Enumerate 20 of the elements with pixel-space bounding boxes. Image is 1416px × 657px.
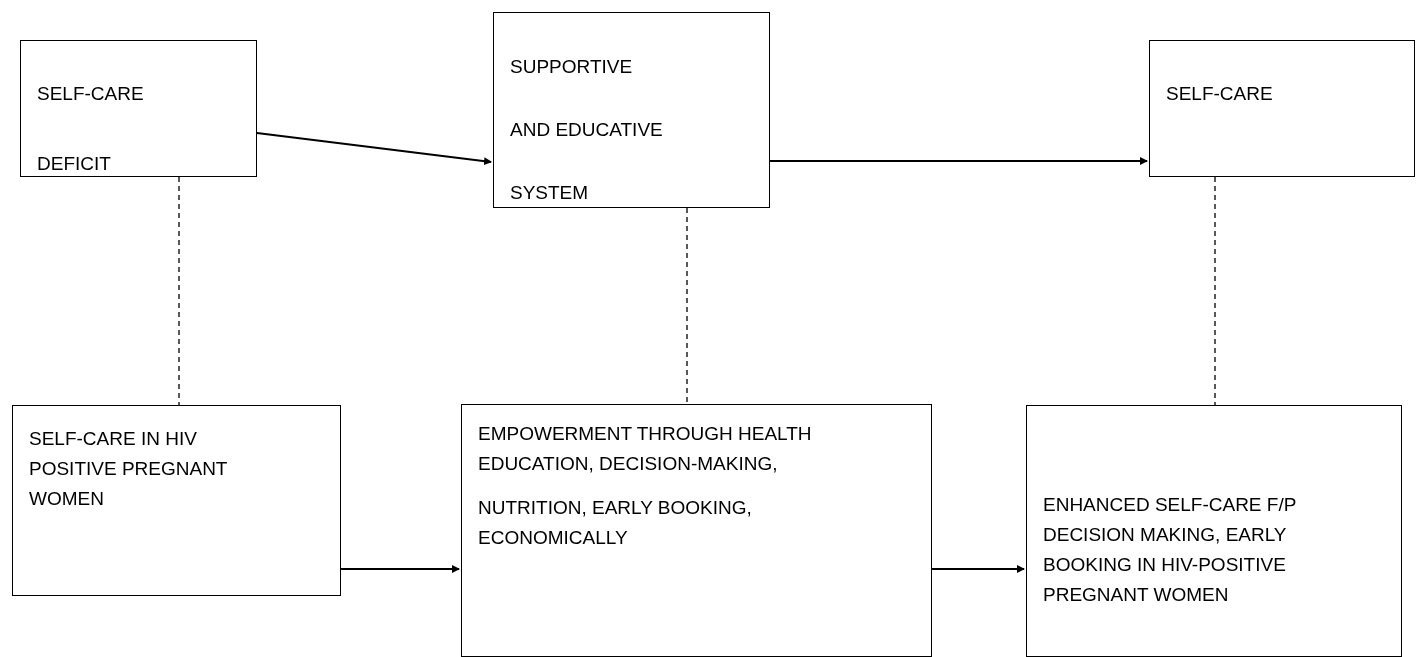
box-text: SELF-CARE (1165, 82, 1274, 106)
box-text: ENHANCED SELF-CARE F/P DECISION MAKING, EARLY BOOKING IN HIV-POSITIVE PREGNANT WOMEN (1042, 493, 1298, 607)
process-box (12, 405, 341, 596)
arrow (340, 565, 460, 573)
box-text: EMPOWERMENT THROUGH HEALTH EDUCATION, DECISION-MAKING, (477, 422, 813, 476)
arrow (256, 132, 492, 166)
connector-line (686, 207, 688, 405)
box-text: SELF-CARE IN HIV POSITIVE PREGNANT WOMEN (28, 427, 229, 511)
arrow (931, 565, 1025, 573)
box-text: NUTRITION, EARLY BOOKING, ECONOMICALLY (477, 496, 753, 550)
connector-line (178, 176, 180, 406)
process-box (493, 12, 770, 208)
box-text: SUPPORTIVE AND EDUCATIVE SYSTEM (509, 55, 664, 205)
connector-line (1214, 176, 1216, 406)
process-box (1149, 40, 1415, 177)
process-box (461, 404, 932, 657)
process-box (1026, 405, 1402, 657)
process-box (20, 40, 257, 177)
box-text: SELF-CARE DEFICIT (36, 82, 145, 176)
arrow (769, 157, 1148, 165)
